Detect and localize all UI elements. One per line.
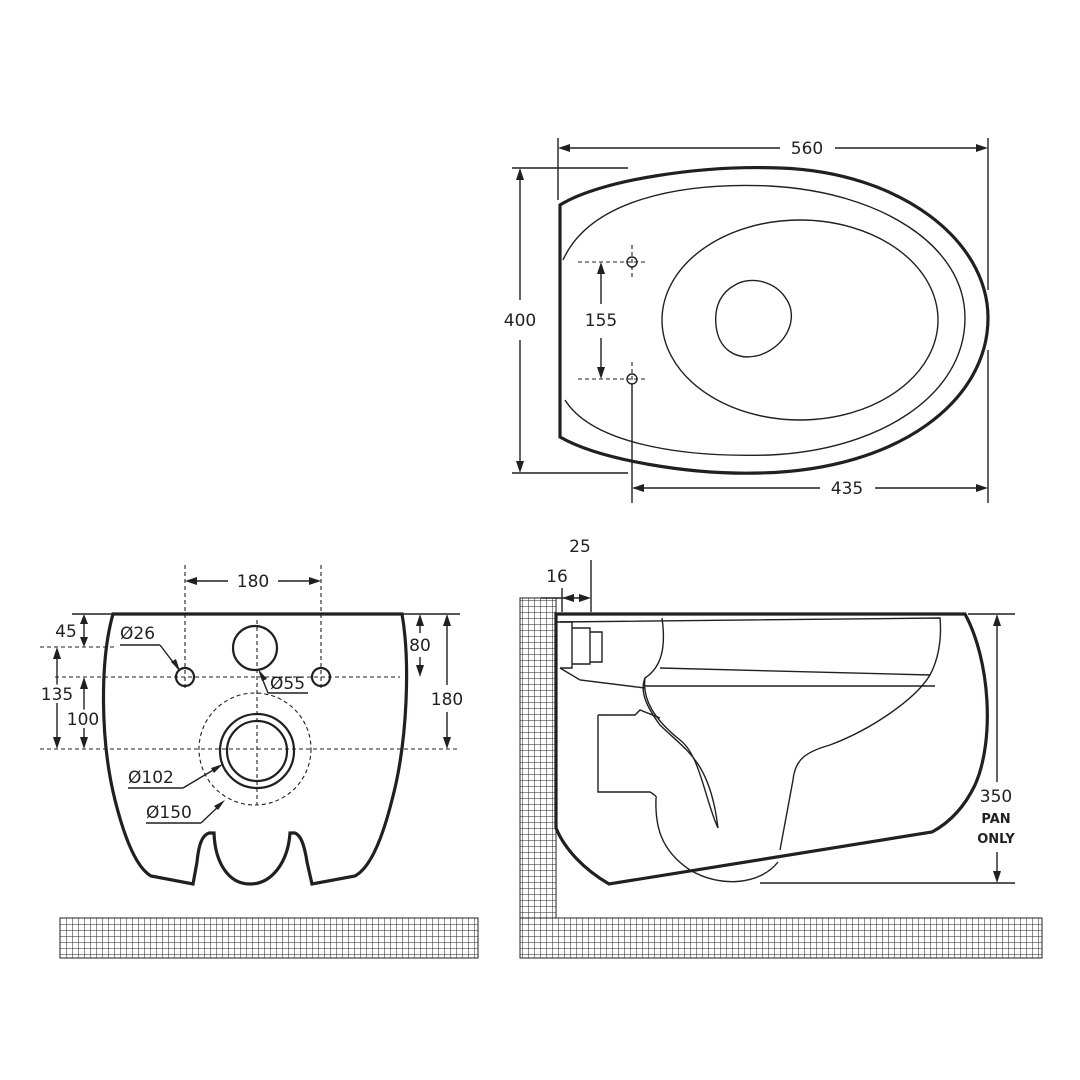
outlet-inner-label: Ø102 bbox=[128, 768, 174, 788]
top-view-bowl bbox=[661, 219, 939, 421]
top-view-depth-label: 400 bbox=[504, 311, 536, 331]
pan-height-label: 350 bbox=[980, 787, 1012, 807]
rear-outlet-inner bbox=[225, 719, 289, 783]
rear-view: 180 45 135 100 80 180 Ø26 bbox=[38, 565, 463, 886]
top-view-drain bbox=[715, 279, 792, 358]
wall-thickness-label: 16 bbox=[546, 567, 568, 587]
rear-bolt-hole-right bbox=[310, 666, 332, 688]
outlet-outer-label: Ø150 bbox=[146, 803, 192, 823]
overall-height-label: 180 bbox=[431, 690, 463, 710]
top-view-width-label: 560 bbox=[791, 139, 823, 159]
side-view: 25 16 350 PAN ONLY bbox=[541, 537, 1015, 886]
side-view-inlet bbox=[560, 621, 603, 669]
inlet-label: Ø55 bbox=[270, 674, 305, 694]
side-view-floor bbox=[519, 917, 1043, 959]
rear-outlet-ring bbox=[218, 712, 296, 790]
rear-view-outline bbox=[101, 612, 409, 886]
bolt-hole-label: Ø26 bbox=[120, 624, 155, 644]
top-offset-label: 45 bbox=[55, 622, 77, 642]
side-view-outline bbox=[554, 612, 989, 886]
outlet-height-label: 100 bbox=[67, 710, 99, 730]
rear-inlet bbox=[231, 624, 279, 672]
side-view-trap bbox=[655, 797, 779, 883]
side-view-wall bbox=[519, 597, 557, 919]
bolt-spacing-label: 155 bbox=[585, 311, 617, 331]
top-view-length-label: 435 bbox=[831, 479, 863, 499]
bolt-height-label: 135 bbox=[41, 685, 73, 705]
rear-bolt-hole-left bbox=[174, 666, 196, 688]
rear-view-floor bbox=[59, 917, 479, 959]
top-view-rim bbox=[562, 184, 966, 457]
top-view: 560 400 155 435 bbox=[504, 138, 990, 503]
bolt-centres-label: 180 bbox=[237, 572, 269, 592]
only-label: ONLY bbox=[977, 832, 1015, 847]
wall-gap-label: 25 bbox=[569, 537, 591, 557]
top-view-outer-outline bbox=[558, 166, 990, 475]
rear-outlet-outer bbox=[198, 692, 312, 806]
inlet-to-top-label: 80 bbox=[409, 636, 431, 656]
pan-label: PAN bbox=[981, 812, 1010, 827]
side-view-bowl bbox=[642, 617, 719, 829]
